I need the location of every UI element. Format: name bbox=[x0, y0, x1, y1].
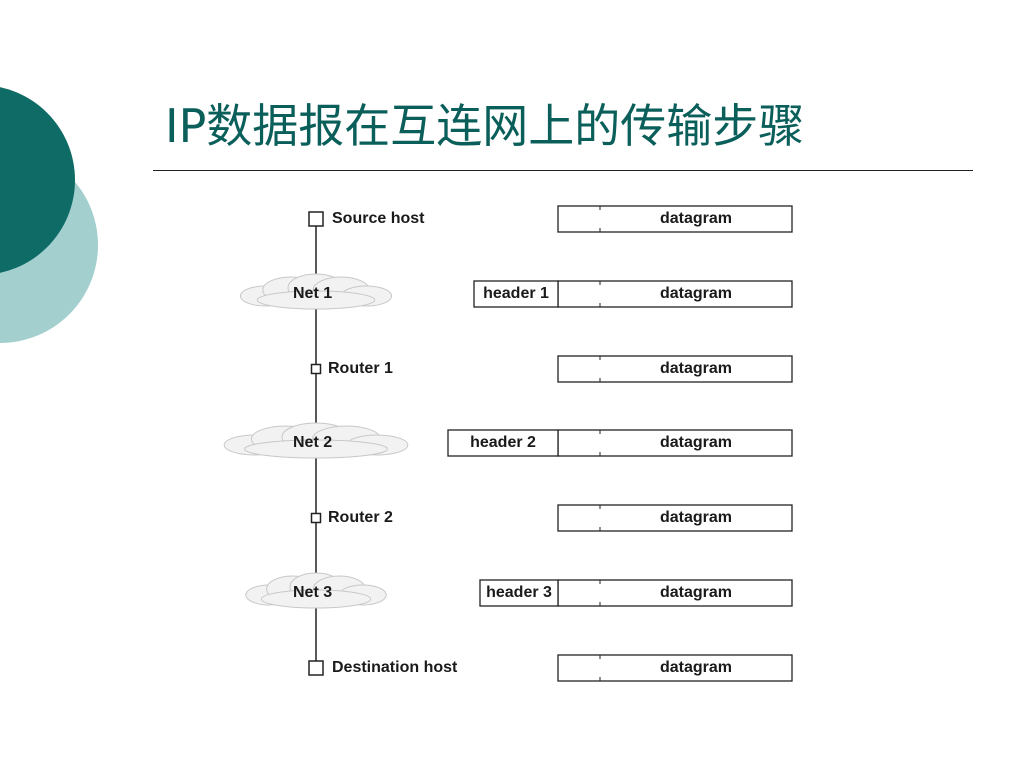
net-cloud-icon bbox=[223, 422, 409, 459]
datagram-label: datagram bbox=[659, 584, 733, 601]
header-box bbox=[479, 579, 559, 607]
cloud-lobe bbox=[244, 439, 388, 459]
header-box bbox=[473, 280, 559, 308]
router-icon bbox=[310, 512, 322, 524]
datagram-box bbox=[557, 355, 793, 383]
header-label: header 3 bbox=[486, 584, 552, 601]
host-label: Source host bbox=[332, 210, 425, 227]
datagram-box bbox=[557, 205, 793, 233]
datagram-label: datagram bbox=[659, 360, 733, 377]
router-label: Router 2 bbox=[328, 509, 393, 526]
header-label: header 1 bbox=[483, 285, 549, 302]
cloud-lobe bbox=[260, 589, 372, 609]
header-label: header 2 bbox=[470, 434, 536, 451]
slide-title: IP数据报在互连网上的传输步骤 bbox=[165, 99, 805, 153]
host-label: Destination host bbox=[332, 659, 458, 676]
datagram-box bbox=[557, 280, 793, 308]
net-label: Net 3 bbox=[293, 584, 333, 601]
net-label: Net 1 bbox=[293, 285, 333, 302]
net-label: Net 2 bbox=[293, 434, 333, 451]
decor-circle-dark bbox=[0, 87, 75, 273]
title-divider bbox=[153, 170, 973, 171]
datagram-box bbox=[557, 579, 793, 607]
host-icon bbox=[308, 660, 324, 676]
host-icon bbox=[308, 211, 324, 227]
cloud-lobe bbox=[256, 290, 376, 310]
net-cloud-icon bbox=[245, 572, 387, 609]
datagram-label: datagram bbox=[659, 434, 733, 451]
datagram-label: datagram bbox=[659, 285, 733, 302]
datagram-label: datagram bbox=[659, 509, 733, 526]
router-label: Router 1 bbox=[328, 360, 393, 377]
datagram-box bbox=[557, 504, 793, 532]
router-icon bbox=[310, 363, 322, 375]
header-box bbox=[447, 429, 559, 457]
net-cloud-icon bbox=[239, 273, 393, 310]
datagram-box bbox=[557, 654, 793, 682]
datagram-label: datagram bbox=[659, 210, 733, 227]
slide-decoration bbox=[0, 87, 98, 343]
datagram-label: datagram bbox=[659, 659, 733, 676]
